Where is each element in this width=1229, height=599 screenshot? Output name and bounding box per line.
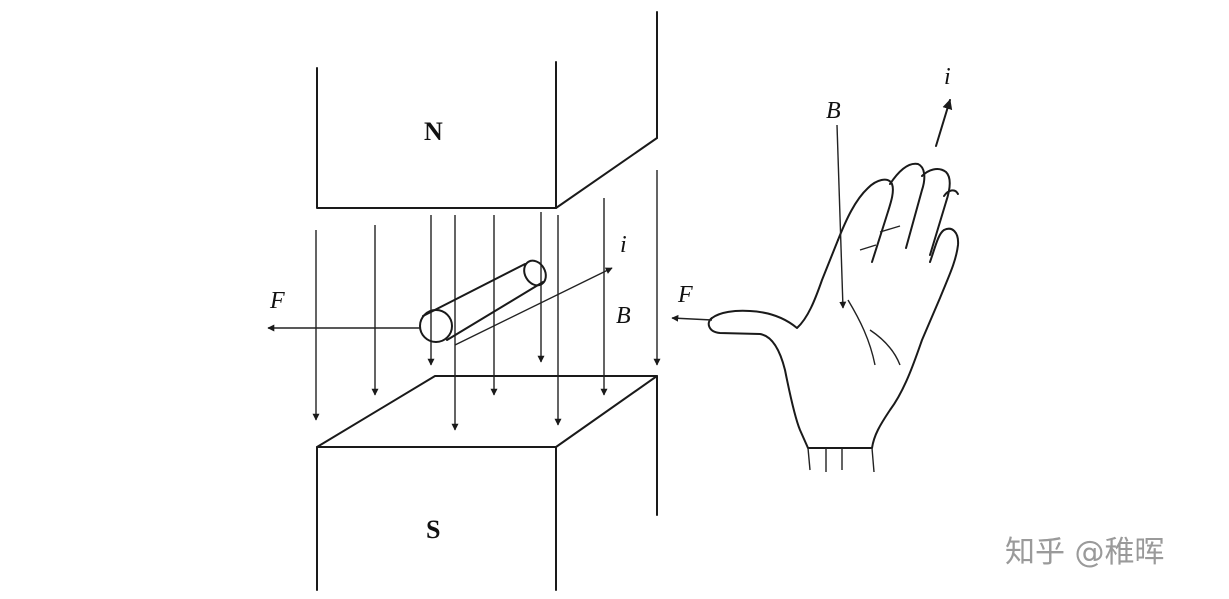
current-label-hand: i (944, 64, 951, 90)
north-pole-label: N (424, 117, 443, 146)
field-label-hand: B (826, 98, 841, 124)
south-magnet (316, 375, 658, 591)
field-label-left: B (616, 303, 631, 329)
field-arrow-hand (836, 124, 847, 309)
current-arrow-hand (935, 99, 953, 147)
watermark-text: 知乎 @稚晖 (1005, 535, 1165, 570)
left-hand-drawing (707, 162, 960, 473)
south-pole-label: S (426, 515, 440, 544)
conductor-rod (419, 259, 547, 343)
force-arrow-hand (671, 314, 713, 322)
field-lines (312, 170, 661, 431)
force-label-left: F (269, 288, 285, 314)
current-label-left: i (620, 232, 627, 258)
north-magnet (316, 11, 658, 209)
force-label-hand: F (677, 282, 693, 308)
current-arrow (454, 267, 613, 346)
